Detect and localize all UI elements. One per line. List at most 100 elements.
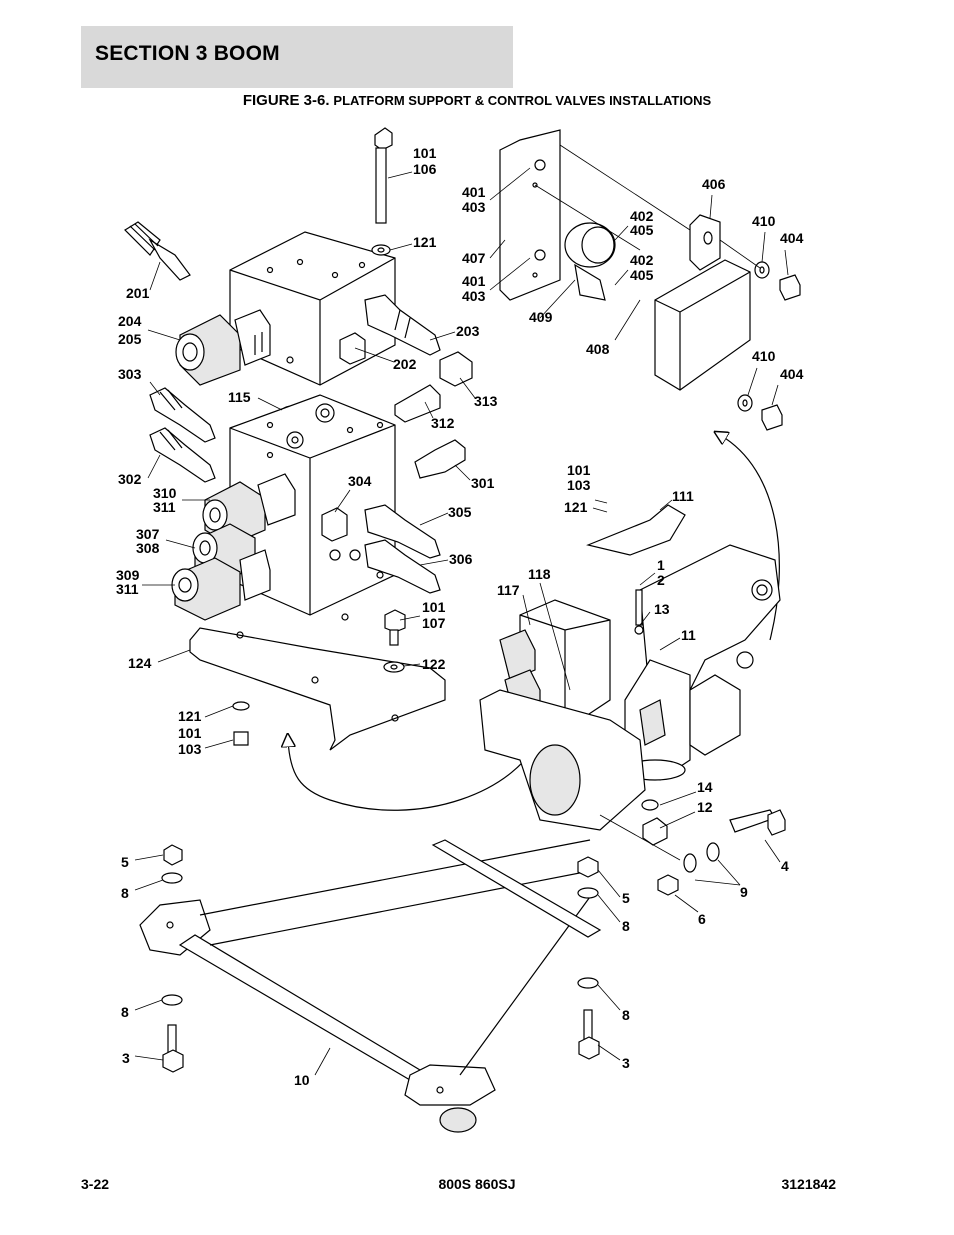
assembly-arrow-left [288, 735, 541, 811]
solenoid-310-311 [202, 473, 296, 546]
callout-3-b: 3 [622, 1055, 630, 1071]
callout-405: 405 [630, 222, 654, 238]
callout-115: 115 [228, 389, 251, 405]
callout-403-b: 403 [462, 288, 486, 304]
solenoid-204-205 [175, 309, 271, 386]
callout-407: 407 [462, 250, 486, 266]
callout-5-b: 5 [622, 890, 630, 906]
bracket-406 [689, 214, 721, 271]
callout-12: 12 [697, 799, 713, 815]
bracket-111 [586, 504, 686, 556]
callout-5: 5 [121, 854, 129, 870]
control-box-cover-408 [654, 259, 751, 391]
callout-labels: 101 106 121 201 204 205 203 202 303 115 … [116, 145, 804, 1088]
callout-303: 303 [118, 366, 142, 382]
callout-408: 408 [586, 341, 610, 357]
callout-13: 13 [654, 601, 670, 617]
frame-hardware [161, 844, 600, 1073]
callout-9: 9 [740, 884, 748, 900]
footer-doc-number: 3121842 [781, 1176, 836, 1192]
callout-406: 406 [702, 176, 726, 192]
control-box-plate-407 [499, 129, 561, 301]
callout-101-b: 101 [422, 599, 446, 615]
callout-401-b: 401 [462, 273, 486, 289]
solenoid-309-311 [171, 549, 271, 621]
cartridge-305 [364, 504, 441, 559]
cartridge-303 [149, 387, 216, 443]
callout-107: 107 [422, 615, 446, 631]
cartridge-306 [364, 539, 441, 594]
callout-410-b: 410 [752, 348, 776, 364]
washers-bolts-410-404 [737, 261, 801, 431]
platform-support-arm [639, 544, 781, 701]
callout-308: 308 [136, 540, 160, 556]
section-header: SECTION 3 BOOM [81, 26, 513, 88]
callout-401: 401 [462, 184, 486, 200]
callout-106: 106 [413, 161, 437, 177]
callout-8: 8 [121, 885, 129, 901]
assembly-arrow-right [720, 435, 780, 641]
callout-405-b: 405 [630, 267, 654, 283]
callout-122: 122 [422, 656, 446, 672]
cartridge-301 [414, 439, 466, 479]
lower-valve-block [229, 394, 396, 616]
callout-313: 313 [474, 393, 498, 409]
callout-121-c: 121 [564, 499, 588, 515]
plug-304 [321, 507, 348, 542]
footer-model: 800S 860SJ [438, 1176, 516, 1192]
callout-403: 403 [462, 199, 486, 215]
small-hardware [634, 589, 786, 896]
bolt-101-107 [383, 609, 406, 673]
gauge-409 [564, 222, 616, 301]
fitting-313 [439, 351, 473, 387]
callout-leaders [134, 167, 789, 1076]
callout-311-b: 311 [116, 581, 139, 597]
callout-2: 2 [657, 572, 665, 588]
callout-402-b: 402 [630, 252, 654, 268]
callout-307: 307 [136, 526, 160, 542]
callout-304: 304 [348, 473, 372, 489]
callout-101: 101 [413, 145, 437, 161]
footer-page-number: 3-22 [81, 1176, 110, 1192]
cartridge-203 [364, 294, 441, 356]
callout-121: 121 [413, 234, 437, 250]
callout-309: 309 [116, 567, 140, 583]
solenoid-307-308 [192, 523, 256, 583]
callout-202: 202 [393, 356, 417, 372]
callout-205: 205 [118, 331, 142, 347]
callout-11: 11 [681, 627, 696, 643]
callout-302: 302 [118, 471, 142, 487]
callout-204: 204 [118, 313, 142, 329]
leader-lines-control-box [534, 144, 761, 269]
callout-312: 312 [431, 415, 455, 431]
callout-410: 410 [752, 213, 776, 229]
cartridge-302 [149, 427, 216, 483]
callout-4: 4 [781, 858, 789, 874]
callout-1: 1 [657, 557, 665, 573]
callout-311: 311 [153, 499, 176, 515]
callout-6: 6 [698, 911, 706, 927]
callout-103: 103 [178, 741, 202, 757]
callout-8-c: 8 [121, 1004, 129, 1020]
section-title: SECTION 3 BOOM [95, 42, 280, 65]
fitting-201 [124, 221, 191, 281]
callout-310: 310 [153, 485, 177, 501]
callout-124: 124 [128, 655, 152, 671]
callout-409: 409 [529, 309, 553, 325]
callout-103-b: 103 [567, 477, 591, 493]
callout-8-b: 8 [622, 918, 630, 934]
callout-121-b: 121 [178, 708, 202, 724]
bracket-124 [189, 613, 446, 751]
callout-118: 118 [528, 566, 551, 582]
callout-201: 201 [126, 285, 150, 301]
callout-301: 301 [471, 475, 495, 491]
callout-404-b: 404 [780, 366, 804, 382]
callout-8-d: 8 [622, 1007, 630, 1023]
lower-frame-10 [139, 839, 602, 1133]
electric-box-11 [639, 674, 741, 756]
callout-3: 3 [122, 1050, 130, 1066]
callout-306: 306 [449, 551, 473, 567]
callout-203: 203 [456, 323, 480, 339]
plug-202 [339, 332, 366, 365]
